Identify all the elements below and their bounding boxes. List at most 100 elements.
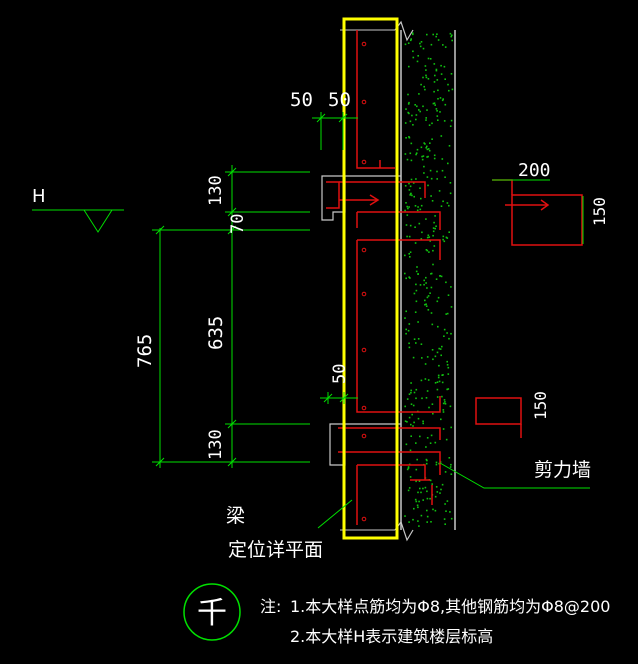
hatch-speckle <box>408 182 410 185</box>
hatch-speckle <box>438 364 440 367</box>
hatch-speckle <box>422 105 424 108</box>
hatch-speckle <box>420 204 423 207</box>
hatch-speckle <box>435 461 438 464</box>
hatch-speckle <box>433 154 436 157</box>
hatch-speckle <box>406 158 409 161</box>
hatch-speckle <box>432 412 434 415</box>
hatch-speckle <box>439 275 441 277</box>
hatch-speckle <box>408 235 411 238</box>
hatch-speckle <box>434 355 437 358</box>
hatch-speckle <box>441 395 443 398</box>
hatch-speckle <box>422 155 425 157</box>
dim-130-top: 130 <box>206 175 226 206</box>
hatch-speckle <box>440 354 442 357</box>
hatch-speckle <box>444 503 446 505</box>
highlight-box <box>342 17 399 540</box>
hatch-speckle <box>416 105 418 108</box>
hatch-speckle <box>407 207 409 210</box>
hatch-speckle <box>433 157 436 160</box>
hatch-speckle <box>437 89 439 92</box>
hatch-speckle <box>414 311 417 313</box>
hatch-speckle <box>414 498 417 501</box>
hatch-speckle <box>419 110 421 113</box>
hatch-speckle <box>427 78 430 80</box>
hatch-speckle <box>408 342 410 345</box>
hatch-speckle <box>417 273 419 275</box>
hatch-speckle <box>412 404 415 407</box>
hatch-speckle <box>447 162 449 165</box>
hatch-speckle <box>437 98 439 100</box>
hatch-speckle <box>408 416 411 419</box>
hatch-speckle <box>428 251 430 253</box>
hatch-speckle <box>436 178 438 180</box>
hatch-speckle <box>415 500 418 503</box>
hatch-speckle <box>427 148 430 150</box>
hatch-speckle <box>415 480 417 483</box>
hatch-speckle <box>413 391 416 394</box>
hatch-speckle <box>450 35 452 38</box>
hatch-speckle <box>426 156 428 158</box>
hatch-speckle <box>447 83 449 86</box>
hatch-speckle <box>426 390 429 392</box>
hatch-speckle <box>424 363 427 365</box>
hatch-speckle <box>442 428 445 430</box>
hatch-speckle <box>415 397 417 400</box>
hatch-speckle <box>434 74 436 77</box>
hatch-speckle <box>441 158 444 160</box>
hatch-speckle <box>429 169 432 172</box>
hatch-speckle <box>404 317 406 319</box>
hatch-speckle <box>426 509 428 512</box>
hatch-speckle <box>431 200 434 202</box>
hatch-speckle <box>429 142 431 144</box>
hatch-speckle <box>449 466 452 468</box>
hatch-speckle <box>415 342 417 344</box>
hatch-speckle <box>426 236 429 239</box>
hatch-speckle <box>451 39 453 42</box>
hatch-speckle <box>446 202 449 204</box>
hatch-speckle <box>411 413 413 416</box>
hatch-speckle <box>434 104 436 106</box>
hatch-speckle <box>405 328 407 331</box>
hatch-speckle <box>450 306 453 308</box>
hatch-speckle <box>405 108 407 110</box>
hatch-speckle <box>422 487 424 490</box>
dim-50-mid: 50 <box>330 364 350 384</box>
hatch-speckle <box>430 273 432 275</box>
hatch-speckle <box>414 242 417 244</box>
hatch-speckle <box>429 442 432 444</box>
hatch-speckle <box>441 345 443 348</box>
hatch-speckle <box>409 256 411 258</box>
hatch-speckle <box>418 109 420 111</box>
hatch-speckle <box>426 33 428 36</box>
hatch-speckle <box>433 81 436 83</box>
hatch-speckle <box>407 103 410 105</box>
hatch-speckle <box>423 85 425 88</box>
hatch-speckle <box>418 500 420 503</box>
hatch-speckle <box>412 425 414 427</box>
hatch-speckle <box>439 492 441 494</box>
hatch-speckle <box>445 281 447 284</box>
hatch-speckle <box>413 195 415 198</box>
hatch-speckle <box>416 148 419 151</box>
hatch-speckle <box>436 300 439 303</box>
hatch-speckle <box>415 289 418 292</box>
hatch-speckle <box>414 205 417 207</box>
hatch-speckle <box>406 235 408 238</box>
hatch-speckle <box>406 421 408 423</box>
hatch-speckle <box>420 491 422 494</box>
hatch-speckle <box>425 119 427 121</box>
hatch-speckle <box>426 287 428 289</box>
hatch-speckle <box>449 32 452 35</box>
hatch-speckle <box>405 202 407 204</box>
hatch-speckle <box>425 76 428 79</box>
hatch-speckle <box>417 417 420 420</box>
hatch-speckle <box>440 73 443 75</box>
hatch-speckle <box>436 388 439 391</box>
hatch-speckle <box>408 346 411 349</box>
hatch-speckle <box>447 388 450 390</box>
hatch-speckle <box>451 88 454 91</box>
hatch-speckle <box>444 46 447 48</box>
hatch-speckle <box>433 63 436 65</box>
hatch-speckle <box>408 276 410 278</box>
hatch-speckle <box>407 329 410 332</box>
